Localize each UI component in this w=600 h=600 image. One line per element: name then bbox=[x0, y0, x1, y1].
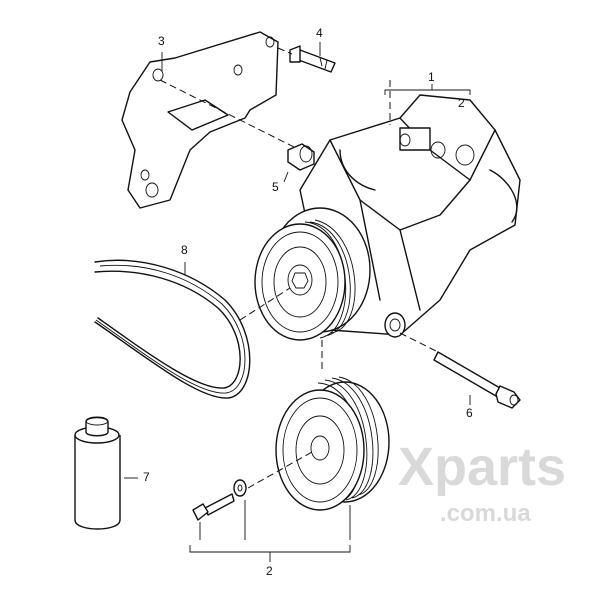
oil-bottle-part[interactable] bbox=[74, 416, 121, 530]
callout-4: 4 bbox=[316, 26, 323, 40]
belt-part[interactable] bbox=[94, 259, 251, 399]
compressor-part[interactable] bbox=[239, 80, 521, 370]
callout-5: 5 bbox=[272, 180, 279, 194]
pulley-bolt-part[interactable] bbox=[192, 493, 235, 521]
watermark-domain: .com.ua bbox=[440, 500, 531, 527]
bushing-part[interactable] bbox=[287, 143, 315, 171]
compressor-bolt-part[interactable] bbox=[399, 332, 521, 409]
callout-1: 1 bbox=[428, 70, 435, 84]
leader-lines bbox=[124, 42, 471, 562]
callout-3: 3 bbox=[158, 34, 165, 48]
watermark-brand: Xparts bbox=[398, 437, 567, 497]
callout-2-bottom: 2 bbox=[266, 564, 273, 578]
callout-2-top: 2 bbox=[458, 96, 465, 110]
washer-part[interactable] bbox=[233, 479, 247, 497]
callout-6: 6 bbox=[466, 406, 473, 420]
callout-8: 8 bbox=[181, 243, 188, 257]
callout-7: 7 bbox=[143, 470, 150, 484]
bracket-part[interactable] bbox=[121, 31, 301, 209]
bracket-bolt-part[interactable] bbox=[277, 45, 336, 73]
pulley-part[interactable] bbox=[247, 376, 390, 511]
